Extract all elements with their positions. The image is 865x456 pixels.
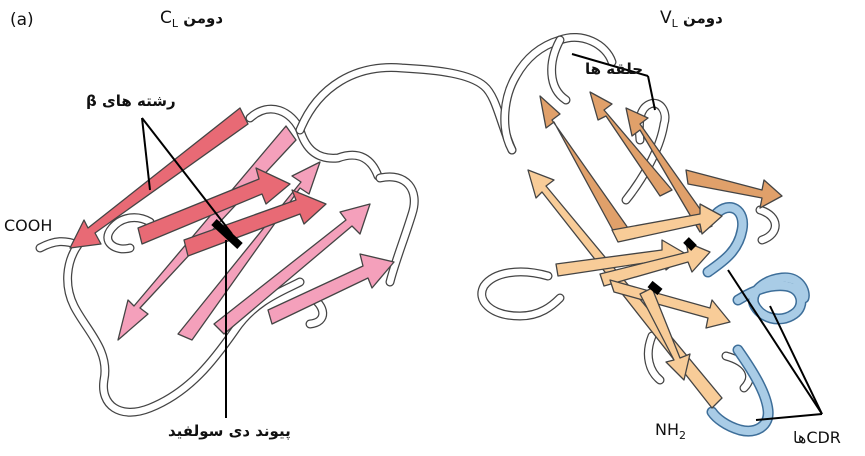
nh2-main: NH bbox=[655, 420, 679, 439]
cl-domain-sub: L bbox=[172, 17, 178, 30]
beta-strands-label: رشته های β bbox=[86, 92, 176, 110]
vl-domain-label: دومن VL bbox=[660, 8, 723, 30]
vl-domain-prefix: دومن bbox=[683, 9, 723, 27]
disulfide-label: پیوند دی سولفید bbox=[168, 422, 291, 440]
vl-strand-light-5 bbox=[610, 280, 730, 328]
loops-label: حلقه ها bbox=[585, 60, 643, 78]
vl-strand-dark-1 bbox=[540, 96, 628, 236]
cl-domain-label: دومن CL bbox=[160, 8, 223, 30]
cl-domain-coil bbox=[40, 109, 414, 412]
panel-label: (a) bbox=[10, 10, 34, 30]
linker-coil bbox=[300, 68, 512, 150]
nh2-sub: 2 bbox=[679, 429, 686, 442]
vl-domain-sub: L bbox=[672, 17, 678, 30]
cl-domain-prefix: دومن bbox=[183, 9, 223, 27]
vl-strand-light-4 bbox=[612, 204, 722, 242]
cooh-label: COOH bbox=[4, 216, 52, 235]
vl-strand-dark-3 bbox=[626, 108, 712, 232]
nh2-label: NH2 bbox=[655, 420, 686, 442]
beta-pointer-1 bbox=[142, 118, 150, 190]
vl-disulfide-bond-2 bbox=[686, 240, 694, 248]
pointer-lines bbox=[142, 54, 822, 420]
cdr-label: CDRها bbox=[793, 428, 841, 447]
vl-domain-letter: V bbox=[660, 8, 672, 28]
vl-strand-dark-4 bbox=[686, 170, 782, 208]
cl-domain-letter: C bbox=[160, 8, 172, 28]
cdr-pointer-2 bbox=[770, 306, 822, 414]
